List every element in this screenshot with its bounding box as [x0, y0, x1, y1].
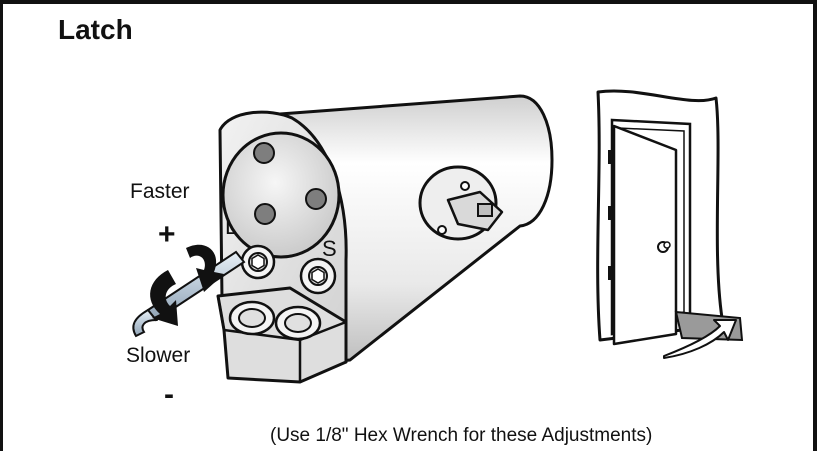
door-swing-arrow-icon — [663, 319, 737, 359]
diagram-title: Latch — [58, 14, 133, 45]
door-closer-body-icon — [216, 94, 554, 384]
frame-left-border — [0, 0, 3, 451]
faster-label: Faster — [130, 180, 190, 203]
rotation-arrows-icon — [150, 244, 224, 326]
door-illustration-icon — [596, 89, 744, 346]
valve-l-label: L — [225, 214, 238, 239]
slower-label: Slower — [126, 344, 191, 367]
valve-s-label: S — [322, 236, 337, 261]
wrench-caption: (Use 1/8" Hex Wrench for these Adjustmen… — [270, 425, 653, 446]
minus-sign: - — [164, 378, 174, 411]
plus-sign: + — [158, 218, 176, 251]
frame-top-border — [0, 0, 817, 4]
frame-right-border — [813, 0, 817, 451]
